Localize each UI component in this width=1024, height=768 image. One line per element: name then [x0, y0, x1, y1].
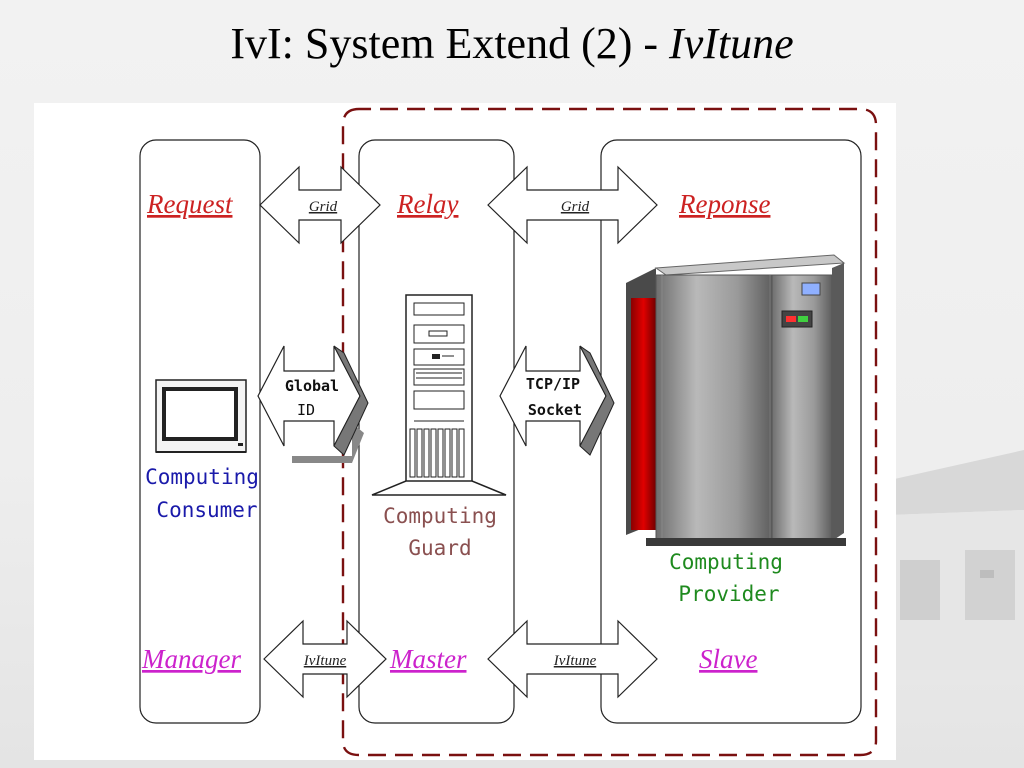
- diagram-panel: Grid Grid Global ID TCP/IP Socket IvItun…: [34, 103, 896, 760]
- manager-column-box: [139, 139, 261, 724]
- grid-label-left: Grid: [309, 199, 338, 215]
- tower-server-icon: [371, 294, 507, 496]
- grid-label-right: Grid: [561, 199, 590, 215]
- server-cabinet-icon: [626, 254, 846, 546]
- master-label: Master: [389, 644, 467, 674]
- ivitune-label-left: IvItune: [303, 653, 347, 669]
- guard-line1: Computing: [383, 504, 497, 528]
- global-id-line1: Global: [285, 377, 339, 395]
- monitor-icon: [155, 379, 247, 453]
- consumer-line1: Computing: [145, 465, 259, 489]
- provider-line2: Provider: [678, 582, 779, 606]
- reponse-label: Reponse: [678, 189, 770, 219]
- slide-title: IvI: System Extend (2) - IvItune: [0, 18, 1024, 69]
- consumer-line2: Consumer: [156, 498, 257, 522]
- ivitune-boundary-dashed: [341, 107, 878, 757]
- relay-label: Relay: [396, 189, 458, 219]
- tcp-ip-socket-arrow: TCP/IP Socket: [499, 345, 615, 456]
- grid-arrow-left: Grid: [259, 165, 381, 245]
- slave-label: Slave: [699, 644, 757, 674]
- ivitune-arrow-right: IvItune: [487, 619, 658, 699]
- ivitune-label-right: IvItune: [553, 653, 597, 669]
- manager-label: Manager: [141, 644, 241, 674]
- request-label: Request: [146, 189, 234, 219]
- provider-line1: Computing: [669, 550, 783, 574]
- ivitune-arrow-left: IvItune: [263, 619, 387, 699]
- slide-title-main: IvI: System Extend (2) -: [230, 19, 670, 68]
- guard-line2: Guard: [408, 536, 471, 560]
- grid-arrow-right: Grid: [487, 165, 658, 245]
- tcp-ip-line1: TCP/IP: [526, 375, 580, 393]
- global-id-arrow: Global ID: [257, 345, 369, 463]
- slide-title-italic: IvItune: [669, 19, 794, 68]
- architecture-diagram: Grid Grid Global ID TCP/IP Socket IvItun…: [139, 107, 878, 757]
- background-building-image: [890, 450, 1024, 670]
- global-id-line2: ID: [297, 401, 315, 419]
- tcp-ip-line2: Socket: [528, 401, 582, 419]
